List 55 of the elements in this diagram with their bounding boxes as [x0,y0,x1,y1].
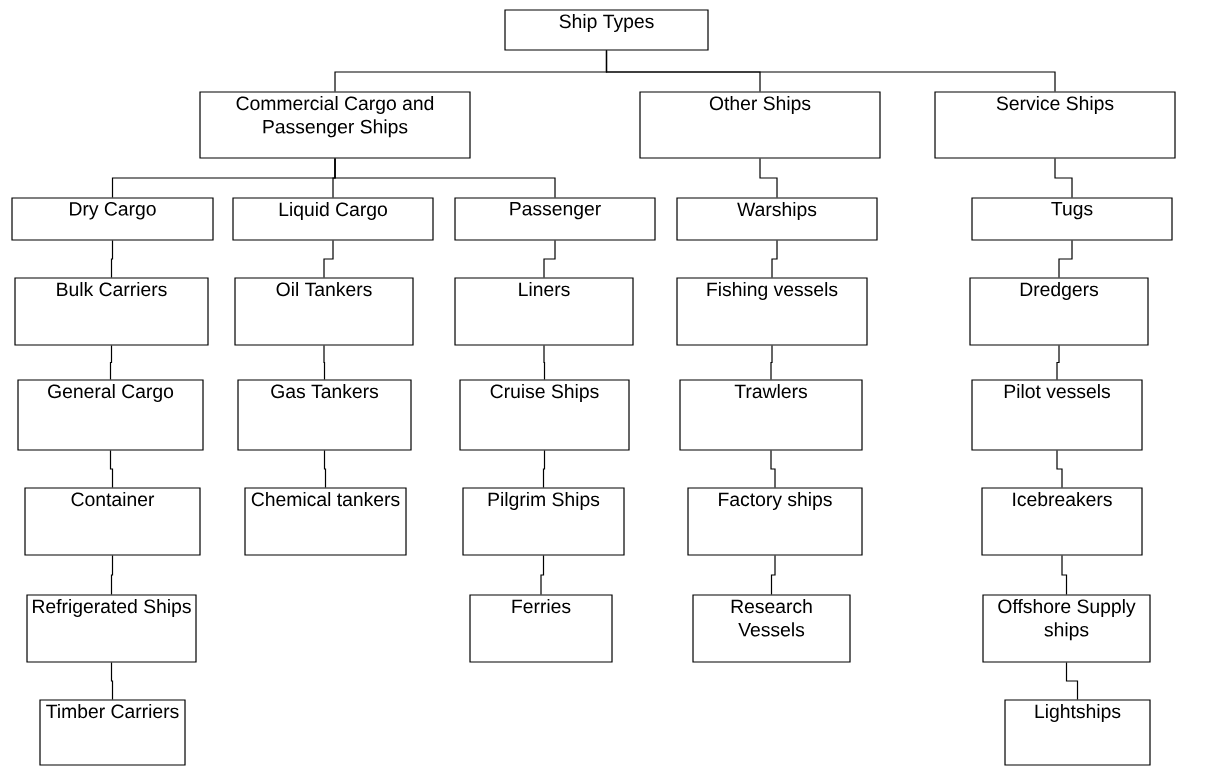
connector-line [770,450,776,488]
connector-line [770,345,773,380]
connector-line [109,345,113,380]
connector-line [1065,662,1079,700]
connector-line [1058,240,1073,278]
category-box: Dredgers [969,277,1149,346]
category-box: Refrigerated Ships [26,594,197,663]
connector-line [543,240,556,278]
category-box: Lightships [1004,699,1151,766]
category-box: Service Ships [934,91,1176,159]
connector-line [334,158,556,198]
connector-line [770,555,776,595]
category-box: Ferries [469,594,613,663]
connector-line [110,555,114,595]
connector-line [109,450,114,488]
category-box: Liners [454,277,634,346]
category-box: Timber Carriers [39,699,186,766]
category-box: Dry Cargo [11,197,214,241]
category-box: Chemical tankers [244,487,407,556]
category-box: General Cargo [17,379,204,451]
category-box: Icebreakers [981,487,1143,556]
connector-line [771,240,778,278]
connector-line [1056,345,1060,380]
category-box: Tugs [971,197,1173,241]
category-box: Passenger [454,197,656,241]
connector-line [1054,158,1073,198]
category-box: Research Vessels [692,594,851,663]
category-box: Gas Tankers [237,379,412,451]
category-box: Fishing vessels [676,277,868,346]
connector-line [323,450,327,488]
connector-line [110,240,114,278]
connector-line [110,662,114,700]
category-box: Ship Types [504,9,709,51]
category-box: Pilot vessels [971,379,1143,451]
connector-line [542,450,546,488]
category-box: Commercial Cargo and Passenger Ships [199,91,471,159]
connector-line [605,50,1056,92]
category-box: Liquid Cargo [232,197,434,241]
category-box: Other Ships [639,91,881,159]
connector-line [323,240,334,278]
category-box: Offshore Supply ships [982,594,1151,663]
category-box: Bulk Carriers [14,277,209,346]
connector-line [759,158,778,198]
connector-line [540,555,545,595]
category-box: Cruise Ships [459,379,630,451]
category-box: Factory ships [687,487,863,556]
connector-line [543,345,546,380]
connector-line [1061,555,1068,595]
category-box: Container [24,487,201,556]
category-box: Warships [676,197,878,241]
category-box: Oil Tankers [234,277,414,346]
category-box: Trawlers [679,379,863,451]
connector-line [323,345,326,380]
category-box: Pilgrim Ships [462,487,625,556]
connector-line [1056,450,1063,488]
